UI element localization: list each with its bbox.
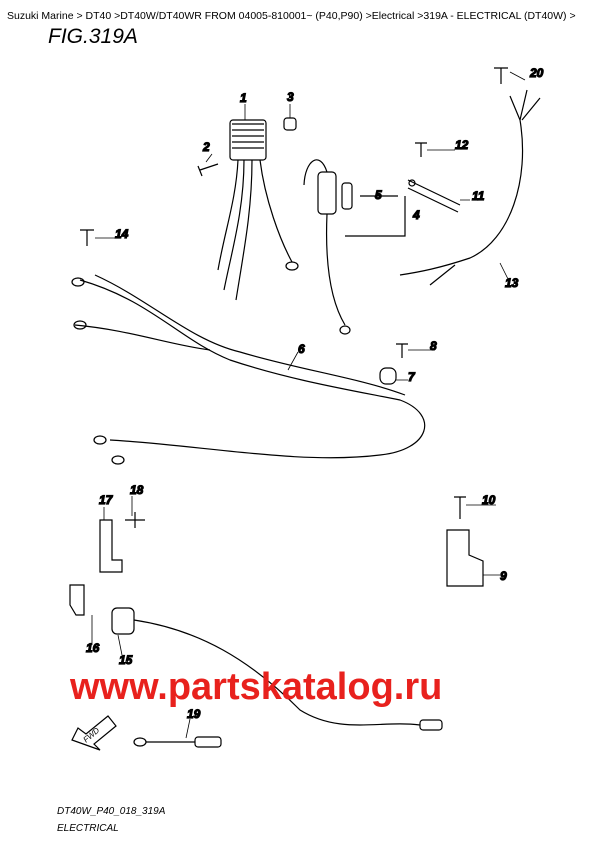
drawing-title: ELECTRICAL xyxy=(57,823,119,834)
part-8-screw[interactable] xyxy=(396,343,408,358)
part-18-bolt[interactable] xyxy=(125,512,145,528)
callout-17[interactable]: 17 xyxy=(98,492,114,507)
part-11-ground-wire[interactable] xyxy=(407,179,461,213)
callout-14[interactable]: 14 xyxy=(114,226,129,241)
callout-6[interactable]: 6 xyxy=(297,341,305,356)
part-3-nut[interactable] xyxy=(283,117,297,131)
part-17-bracket[interactable] xyxy=(99,519,123,573)
callout-20[interactable]: 20 xyxy=(528,65,544,80)
figure-title: FIG.319A xyxy=(48,25,138,48)
part-14-bolt[interactable] xyxy=(80,229,94,246)
callout-4[interactable]: 4 xyxy=(411,207,420,222)
callout-5[interactable]: 5 xyxy=(374,187,382,202)
part-20-screw[interactable] xyxy=(494,67,508,84)
part-12-screw[interactable] xyxy=(415,142,427,157)
part-19-lead-wire[interactable] xyxy=(133,736,222,748)
callout-2[interactable]: 2 xyxy=(201,139,210,154)
part-1-rectifier[interactable] xyxy=(217,119,299,301)
part-4-fuse-holder[interactable] xyxy=(303,159,351,335)
callout-15[interactable]: 15 xyxy=(118,652,133,667)
callout-9[interactable]: 9 xyxy=(499,568,507,583)
callout-19[interactable]: 19 xyxy=(186,706,201,721)
part-6-main-harness[interactable] xyxy=(71,274,426,465)
callout-3[interactable]: 3 xyxy=(286,89,294,104)
callout-12[interactable]: 12 xyxy=(454,137,469,152)
part-2-screw[interactable] xyxy=(197,163,219,177)
callout-10[interactable]: 10 xyxy=(481,492,496,507)
part-7-clamp[interactable] xyxy=(379,367,397,385)
callout-18[interactable]: 18 xyxy=(129,482,144,497)
part-13-harness[interactable] xyxy=(399,89,541,286)
drawing-code: DT40W_P40_018_319A xyxy=(57,806,166,817)
fwd-arrow-icon xyxy=(71,715,117,751)
part-15-stop-switch[interactable] xyxy=(111,607,443,731)
callout-13[interactable]: 13 xyxy=(504,275,519,290)
callout-7[interactable]: 7 xyxy=(407,369,416,384)
part-9-clamp[interactable] xyxy=(446,529,484,587)
part-10-screw[interactable] xyxy=(454,496,466,519)
callout-1[interactable]: 1 xyxy=(239,90,247,105)
part-16-bracket[interactable] xyxy=(69,584,85,616)
callout-8[interactable]: 8 xyxy=(429,338,437,353)
callout-16[interactable]: 16 xyxy=(85,640,100,655)
callout-11[interactable]: 11 xyxy=(471,188,485,203)
breadcrumb[interactable]: Suzuki Marine > DT40 >DT40W/DT40WR FROM … xyxy=(7,10,576,22)
part-5-fuse[interactable] xyxy=(341,182,353,210)
watermark: www.partskatalog.ru xyxy=(70,666,443,708)
